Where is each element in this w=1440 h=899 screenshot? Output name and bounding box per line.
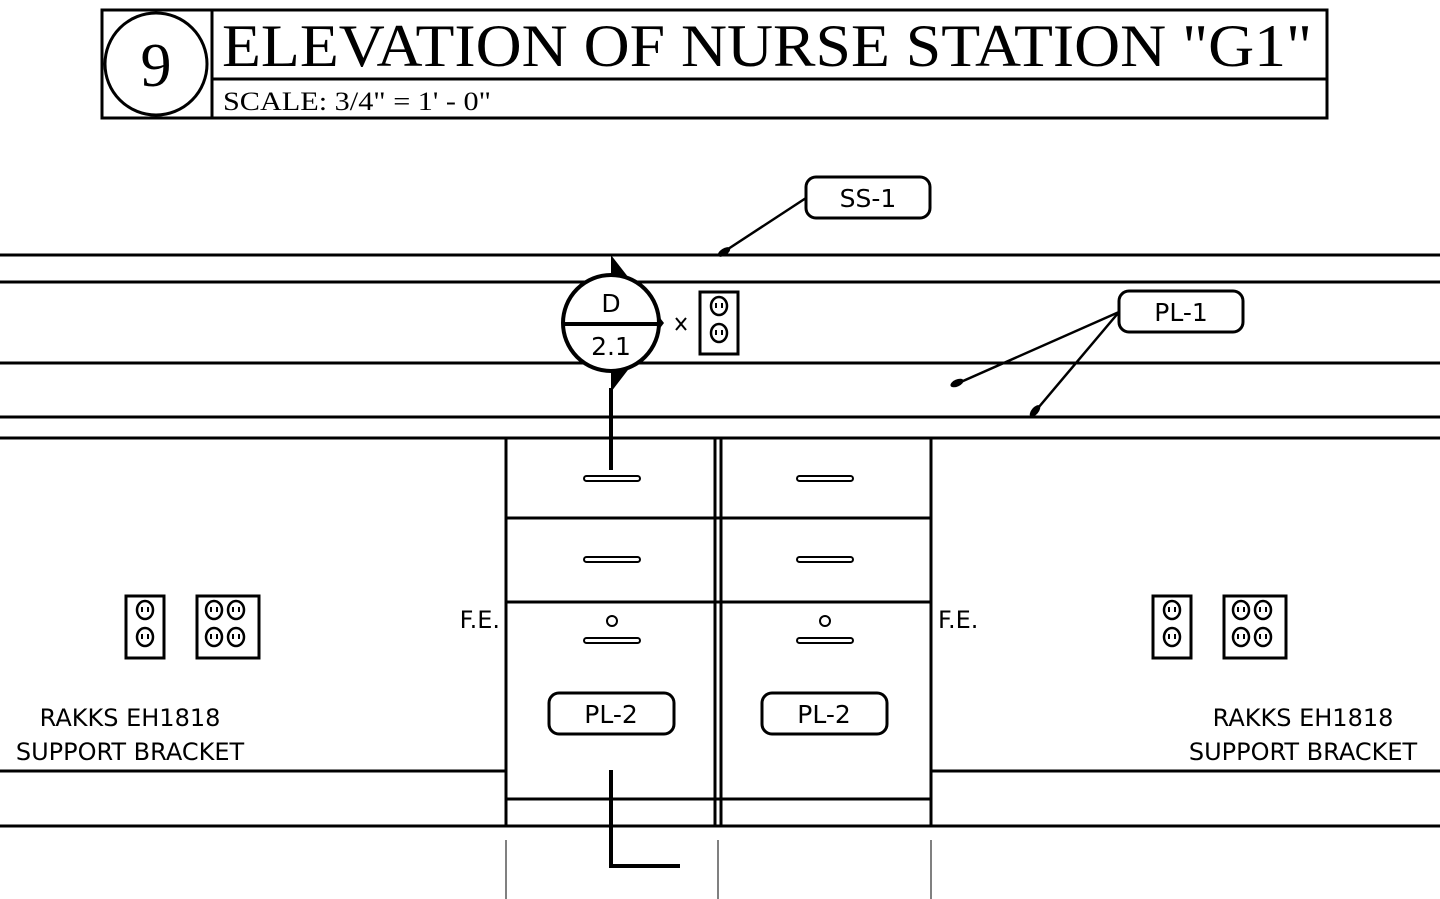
section-letter: D (601, 289, 620, 318)
door-pull (796, 637, 854, 644)
pl1-leader-dot-lower (1029, 405, 1041, 417)
pl1-leader-dot-upper (950, 378, 964, 388)
bracket-note-right-line2: SUPPORT BRACKET (1189, 738, 1418, 766)
pl1-tag-label: PL-1 (1154, 298, 1208, 327)
floor-lines (0, 769, 1440, 899)
section-sheet: 2.1 (591, 332, 631, 361)
drawer-pull (583, 475, 641, 482)
pl1-leader-upper (953, 310, 1120, 387)
drawer-pull (583, 556, 641, 563)
ss1-leader (721, 196, 807, 255)
bracket-note-left-line1: RAKKS EH1818 (40, 704, 221, 732)
outlet-duplex-upper (698, 290, 740, 356)
base-cabinets: PL-2 PL-2 (504, 438, 933, 868)
fe-label-right: F.E. (938, 606, 978, 634)
detail-number: 9 (141, 32, 172, 100)
pl2-tag-right (760, 691, 889, 736)
pl2-tag-left-label: PL-2 (584, 700, 638, 729)
drawing-scale: SCALE: 3/4" = 1' - 0" (223, 87, 491, 116)
section-cut-line-lower (609, 770, 680, 868)
drawer-pull (796, 475, 854, 482)
pl2-tag-left (547, 691, 676, 736)
outlet-quad-right (1222, 594, 1288, 660)
lock-icon (819, 615, 831, 627)
drawing-title: ELEVATION OF NURSE STATION "G1" (222, 13, 1312, 79)
ss1-tag: SS-1 (717, 175, 932, 257)
bracket-note-left-line2: SUPPORT BRACKET (16, 738, 245, 766)
section-marker: D 2.1 (561, 255, 687, 470)
door-pull (583, 637, 641, 644)
pl1-tag: PL-1 (950, 289, 1245, 417)
outlet-quad-left (195, 594, 261, 660)
outlet-duplex-left (124, 594, 166, 660)
ss1-leader-dot (717, 247, 731, 257)
title-block-frame (100, 8, 1329, 120)
lock-icon (606, 615, 618, 627)
pl1-leader-lower (1032, 311, 1120, 415)
bracket-note-right-line1: RAKKS EH1818 (1213, 704, 1394, 732)
drawer-pull (796, 556, 854, 563)
detail-number-circle (103, 11, 209, 117)
outlet-duplex-right (1151, 594, 1193, 660)
fe-label-left: F.E. (460, 606, 500, 634)
pl2-tag-right-label: PL-2 (797, 700, 851, 729)
ss1-tag-label: SS-1 (840, 184, 897, 213)
title-block: 9 ELEVATION OF NURSE STATION "G1" SCALE:… (100, 8, 1329, 120)
